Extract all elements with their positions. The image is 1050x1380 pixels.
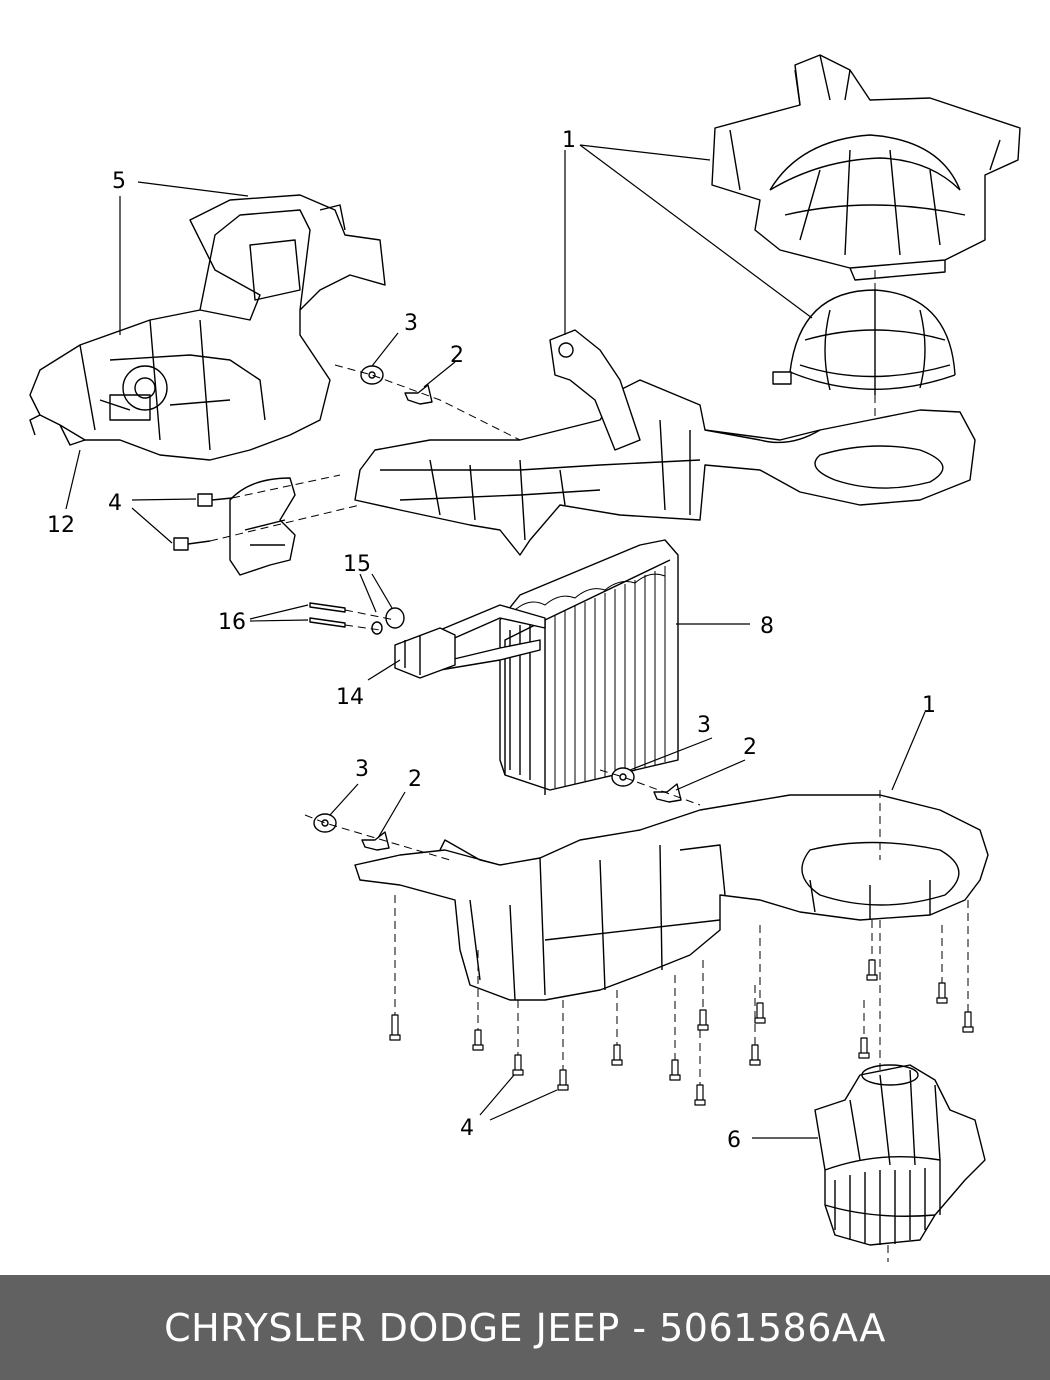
callout-6: 6 [727,1128,741,1153]
part-bolts-16 [309,602,346,628]
part-washer-3-upper [360,365,384,385]
callout-3-upper: 3 [404,311,418,336]
callout-2-mid: 2 [743,735,757,760]
part-distribution-housing [29,194,386,461]
assembly-guide-lines [209,270,969,1262]
callout-1-top: 1 [562,128,576,153]
part-screw-4-upper [173,493,233,551]
part-washer-3-lower-left [313,813,337,833]
exploded-view-drawing: 1 1 2 2 2 3 3 3 4 4 5 6 8 12 14 15 16 [29,54,1021,1262]
part-lower-housing [354,794,989,1001]
part-housing-cover-top [711,54,1021,281]
callout-5: 5 [112,169,126,194]
part-screws-4-lower [389,959,974,1106]
part-evaporator-core [499,539,679,795]
callout-3-lower: 3 [355,757,369,782]
part-upper-housing [354,329,976,556]
callout-2-upper: 2 [450,343,464,368]
parts-diagram: 1 1 2 2 2 3 3 3 4 4 5 6 8 12 14 15 16 [29,54,1021,1262]
callout-4-lower: 4 [460,1116,474,1141]
callout-15: 15 [343,552,371,577]
callout-16: 16 [218,610,246,635]
part-blower-motor [814,1064,986,1246]
part-o-rings-15 [371,607,405,635]
part-expansion-valve [394,604,546,679]
callout-1-bottom: 1 [922,693,936,718]
part-washer-3-lower-right [611,767,635,787]
callout-leader-lines [65,144,926,1139]
part-seal-plate [229,477,296,576]
callout-3-mid: 3 [697,713,711,738]
callout-2-lower: 2 [408,767,422,792]
callout-4-upper: 4 [108,491,122,516]
callout-14: 14 [336,685,364,710]
callout-8: 8 [760,614,774,639]
part-number-footer: CHRYSLER DODGE JEEP - 5061586AA [0,1275,1050,1380]
part-filter-dome [772,289,956,395]
part-screw-2-upper [404,384,433,405]
part-screw-2-lower-left [361,831,390,851]
callout-12: 12 [47,513,75,538]
part-number-label: CHRYSLER DODGE JEEP - 5061586AA [164,1305,886,1350]
